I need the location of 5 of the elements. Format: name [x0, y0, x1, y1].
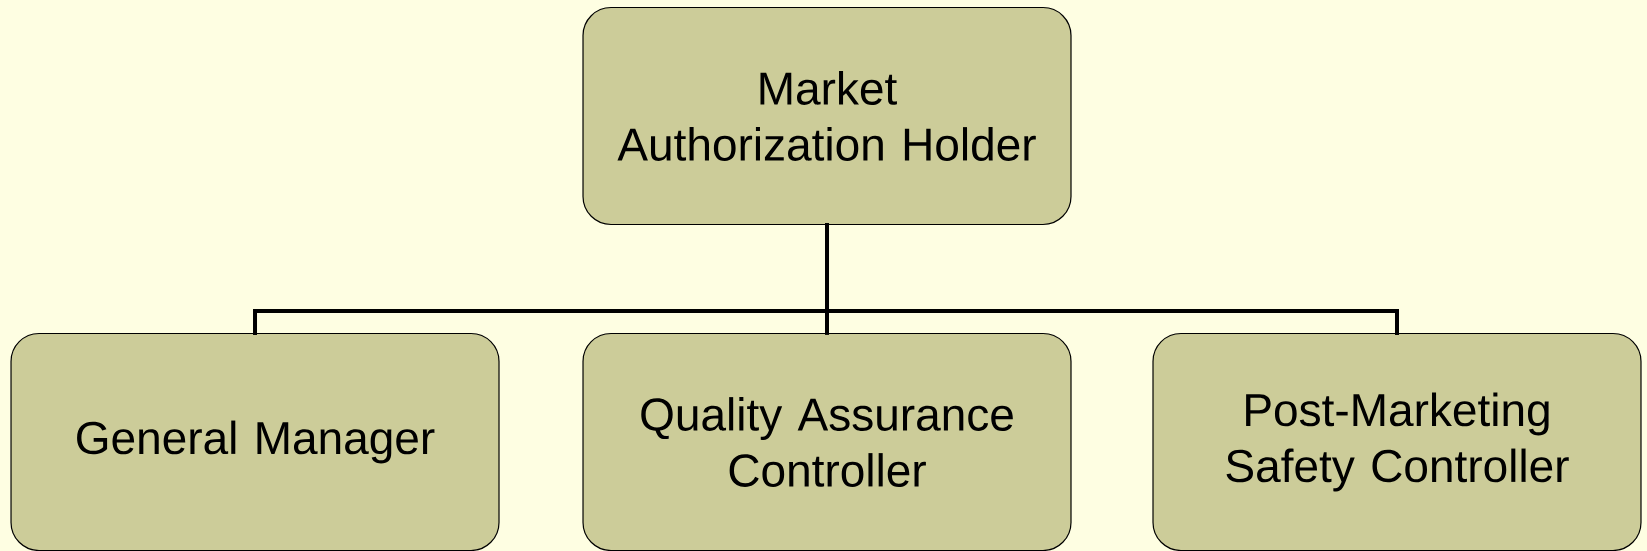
connector-line [825, 223, 1399, 335]
org-box: Market Authorization Holder [582, 6, 1072, 226]
org-box: Quality Assurance Controller [582, 332, 1072, 551]
org-box: General Manager [10, 332, 500, 551]
org-box: Post-Marketing Safety Controller [1152, 332, 1642, 551]
